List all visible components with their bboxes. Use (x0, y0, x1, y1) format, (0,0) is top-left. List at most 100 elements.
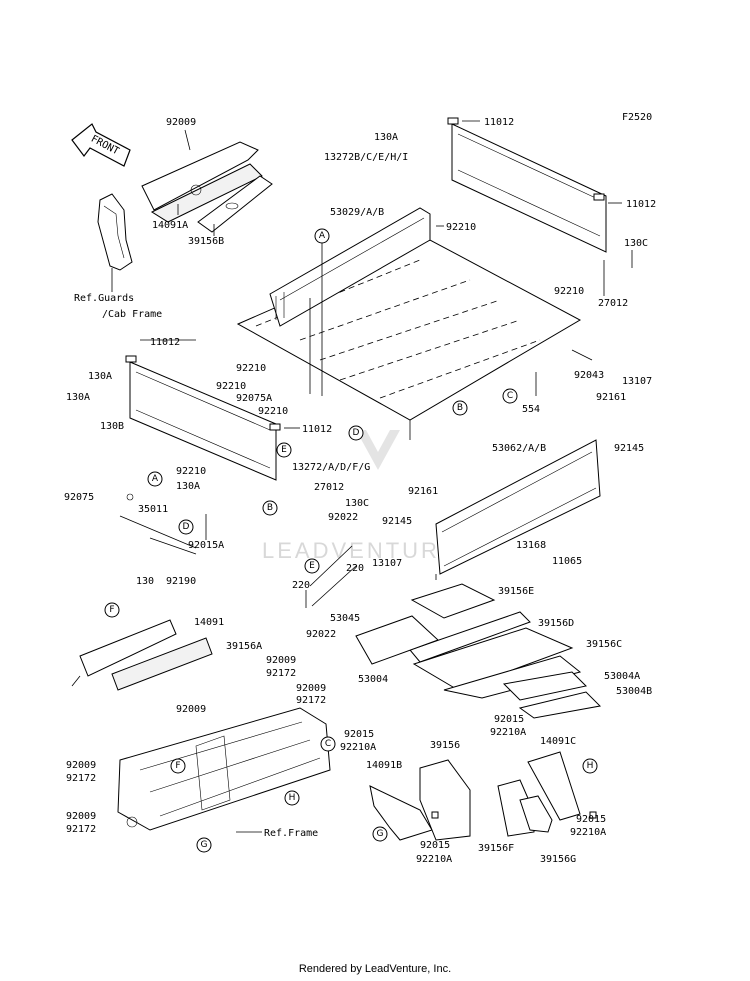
tailgate (435, 439, 601, 580)
label-92210-d: 92210 (258, 406, 288, 417)
label-130C-m: 130C (345, 498, 369, 509)
svg-text:G: G (377, 829, 384, 839)
label-92210-r: 92210 (554, 286, 584, 297)
label-92210-b: 92210 (236, 363, 266, 374)
figure-code: F2520 (622, 112, 652, 123)
label-27012-r: 27012 (598, 298, 628, 309)
ref-guards-label: Ref.Guards (74, 293, 134, 304)
label-92009-top: 92009 (166, 117, 196, 128)
label-92015-c: 92015 (494, 714, 524, 725)
label-92210A-d: 92210A (570, 827, 606, 838)
callout-E-1: E (276, 442, 292, 458)
label-53029: 53029/A/B (330, 207, 384, 218)
label-14091B: 14091B (366, 760, 402, 771)
label-92172-b: 92172 (296, 695, 326, 706)
label-35011: 35011 (138, 504, 168, 515)
front-arrow-icon: FRONT (71, 123, 131, 167)
label-92075A: 92075A (236, 393, 272, 404)
label-39156: 39156 (430, 740, 460, 751)
callout-D-1: D (348, 425, 364, 441)
svg-text:G: G (201, 840, 208, 850)
callout-C-1: C (502, 388, 518, 404)
svg-text:C: C (507, 391, 513, 401)
label-13107-r: 13107 (622, 376, 652, 387)
svg-text:H: H (289, 793, 296, 803)
left-cover (71, 619, 213, 691)
label-92145-r: 92145 (614, 443, 644, 454)
label-11012-r: 11012 (626, 199, 656, 210)
label-27012-m: 27012 (314, 482, 344, 493)
svg-text:D: D (353, 428, 360, 438)
label-39156C: 39156C (586, 639, 622, 650)
label-11065: 11065 (552, 556, 582, 567)
callout-B-1: B (452, 400, 468, 416)
callout-A-2: A (147, 471, 163, 487)
label-92009-b: 92009 (296, 683, 326, 694)
label-92009-e: 92009 (66, 811, 96, 822)
label-92172-d: 92172 (66, 773, 96, 784)
label-13107-m: 13107 (372, 558, 402, 569)
svg-text:F: F (175, 761, 180, 771)
label-53004B: 53004B (616, 686, 652, 697)
label-92172-e: 92172 (66, 824, 96, 835)
callout-H-2: H (582, 758, 598, 774)
svg-text:A: A (152, 474, 159, 484)
label-130: 130 (136, 576, 154, 587)
guard-assembly-top-left (97, 129, 273, 292)
watermark: LEADVENTURE (262, 430, 458, 563)
label-53062: 53062/A/B (492, 443, 546, 454)
label-220-a: 220 (346, 563, 364, 574)
label-130A-top: 130A (374, 132, 398, 143)
svg-text:F: F (109, 605, 114, 615)
svg-text:D: D (183, 522, 190, 532)
label-39156F: 39156F (478, 843, 514, 854)
svg-text:E: E (281, 445, 287, 455)
watermark-text: LEADVENTURE (262, 538, 458, 563)
label-14091C: 14091C (540, 736, 576, 747)
label-39156B: 39156B (188, 236, 224, 247)
label-92190: 92190 (166, 576, 196, 587)
label-92161-m: 92161 (408, 486, 438, 497)
label-92015-d: 92015 (576, 814, 606, 825)
label-92210A-c: 92210A (490, 727, 526, 738)
label-92022-a: 92022 (328, 512, 358, 523)
label-92075: 92075 (64, 492, 94, 503)
label-39156A: 39156A (226, 641, 262, 652)
label-53004A: 53004A (604, 671, 640, 682)
label-92009-d: 92009 (66, 760, 96, 771)
label-92210A-a: 92210A (340, 742, 376, 753)
label-11012-m: 11012 (302, 424, 332, 435)
front-panel (447, 117, 622, 253)
cargo-bed (236, 207, 582, 440)
callout-A-1: A (314, 228, 330, 244)
label-130C-r: 130C (624, 238, 648, 249)
svg-text:B: B (267, 503, 273, 513)
callout-F-1: F (104, 602, 120, 618)
label-11012-top: 11012 (484, 117, 514, 128)
callout-F-2: F (170, 758, 186, 774)
svg-text:H: H (587, 761, 594, 771)
callout-E-2: E (304, 558, 320, 574)
footer-credit: Rendered by LeadVenture, Inc. (298, 963, 452, 975)
label-92043: 92043 (574, 370, 604, 381)
label-220-b: 220 (292, 580, 310, 591)
label-92161-r: 92161 (596, 392, 626, 403)
ref-frame-label: Ref.Frame (264, 828, 318, 839)
svg-text:B: B (457, 403, 463, 413)
label-92145-m: 92145 (382, 516, 412, 527)
label-39156D: 39156D (538, 618, 574, 629)
label-130B: 130B (100, 421, 124, 432)
frame (117, 707, 331, 833)
left-side-panel (125, 339, 300, 481)
bed-mats (355, 583, 602, 719)
label-11012-l: 11012 (150, 337, 180, 348)
callout-H-1: H (284, 790, 300, 806)
callout-G-2: G (372, 826, 388, 842)
rod-assembly (119, 493, 207, 555)
label-554: 554 (522, 404, 540, 415)
label-130A-m: 130A (176, 481, 200, 492)
label-13272ADFG: 13272/A/D/F/G (292, 462, 370, 473)
callout-G-1: G (196, 837, 212, 853)
callout-C-2: C (320, 736, 336, 752)
label-92015-b: 92015 (420, 840, 450, 851)
